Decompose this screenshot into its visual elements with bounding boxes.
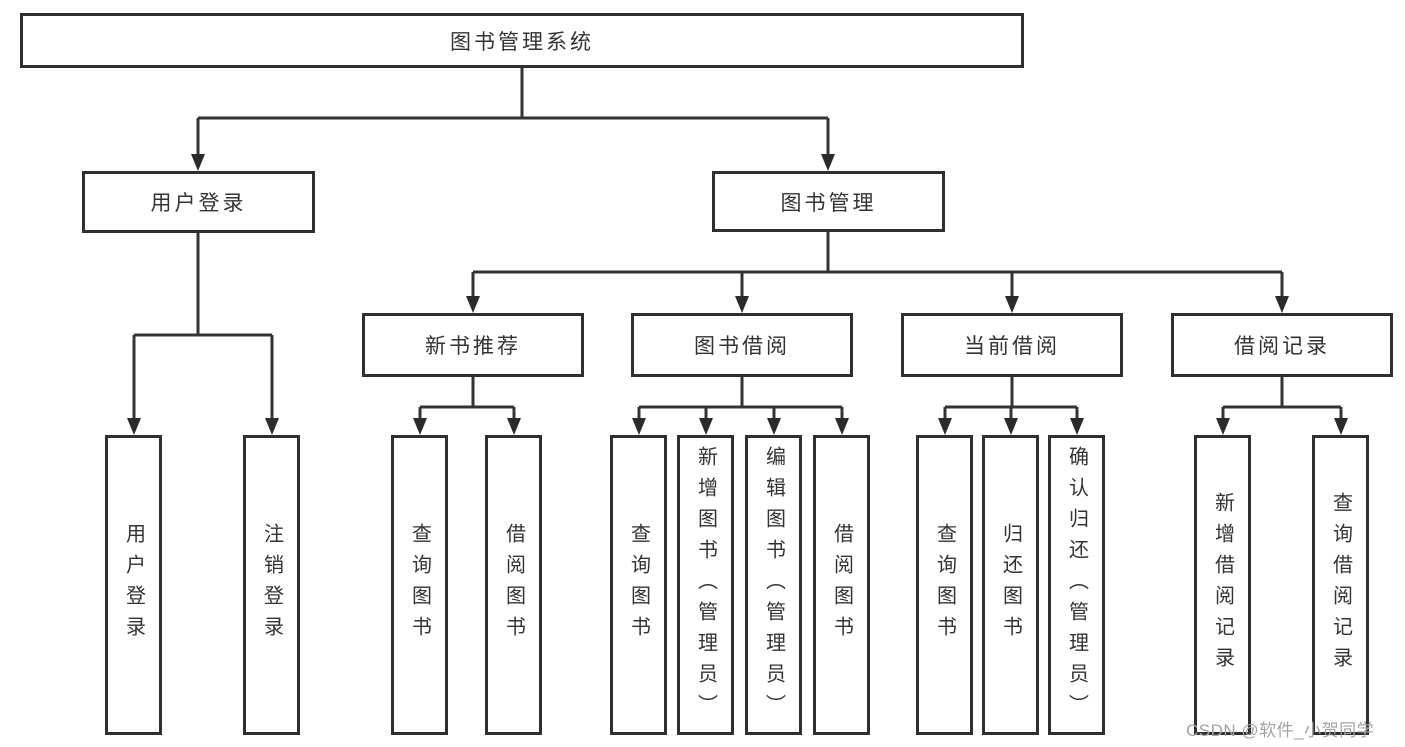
node-user-login: 用户登录: [82, 171, 315, 233]
node-book-management: 图书管理: [712, 171, 945, 232]
leaf-add-borrow-record: 新增借阅记录: [1194, 435, 1251, 735]
leaf-add-books-admin-label: 新增图书（管理员）: [694, 445, 717, 725]
leaf-query-books-borrowing-label: 查询图书: [627, 523, 650, 647]
leaf-return-books: 归还图书: [982, 435, 1039, 735]
node-current-borrowing: 当前借阅: [901, 313, 1123, 377]
node-book-borrowing: 图书借阅: [631, 313, 853, 377]
leaf-query-books-borrowing: 查询图书: [610, 435, 667, 735]
leaf-confirm-return-admin-label: 确认归还（管理员）: [1065, 445, 1088, 725]
leaf-add-borrow-record-label: 新增借阅记录: [1211, 492, 1234, 678]
leaf-add-books-admin: 新增图书（管理员）: [677, 435, 734, 735]
leaf-query-borrow-record-label: 查询借阅记录: [1329, 492, 1352, 678]
node-borrowing-records: 借阅记录: [1171, 313, 1393, 377]
leaf-query-books-recommend-label: 查询图书: [408, 523, 431, 647]
leaf-edit-books-admin: 编辑图书（管理员）: [745, 435, 802, 735]
leaf-borrow-books-borrowing: 借阅图书: [813, 435, 870, 735]
leaf-user-login: 用户登录: [105, 435, 162, 735]
leaf-borrow-books-borrowing-label: 借阅图书: [830, 523, 853, 647]
leaf-borrow-books-recommend: 借阅图书: [485, 435, 542, 735]
leaf-confirm-return-admin: 确认归还（管理员）: [1048, 435, 1105, 735]
leaf-query-books-current-label: 查询图书: [933, 523, 956, 647]
leaf-return-books-label: 归还图书: [999, 523, 1022, 647]
leaf-query-books-recommend: 查询图书: [391, 435, 448, 735]
arrowheads: [127, 154, 1348, 435]
leaf-logout-label: 注销登录: [260, 523, 283, 647]
leaf-query-borrow-record: 查询借阅记录: [1312, 435, 1369, 735]
leaf-logout: 注销登录: [243, 435, 300, 735]
leaf-borrow-books-recommend-label: 借阅图书: [502, 523, 525, 647]
csdn-watermark: CSDN @软件_小贺同学: [1186, 721, 1375, 740]
leaf-query-books-current: 查询图书: [916, 435, 973, 735]
leaf-user-login-label: 用户登录: [122, 523, 145, 647]
node-library-system: 图书管理系统: [20, 13, 1024, 68]
leaf-edit-books-admin-label: 编辑图书（管理员）: [762, 445, 785, 725]
node-new-book-recommendation: 新书推荐: [362, 313, 584, 377]
